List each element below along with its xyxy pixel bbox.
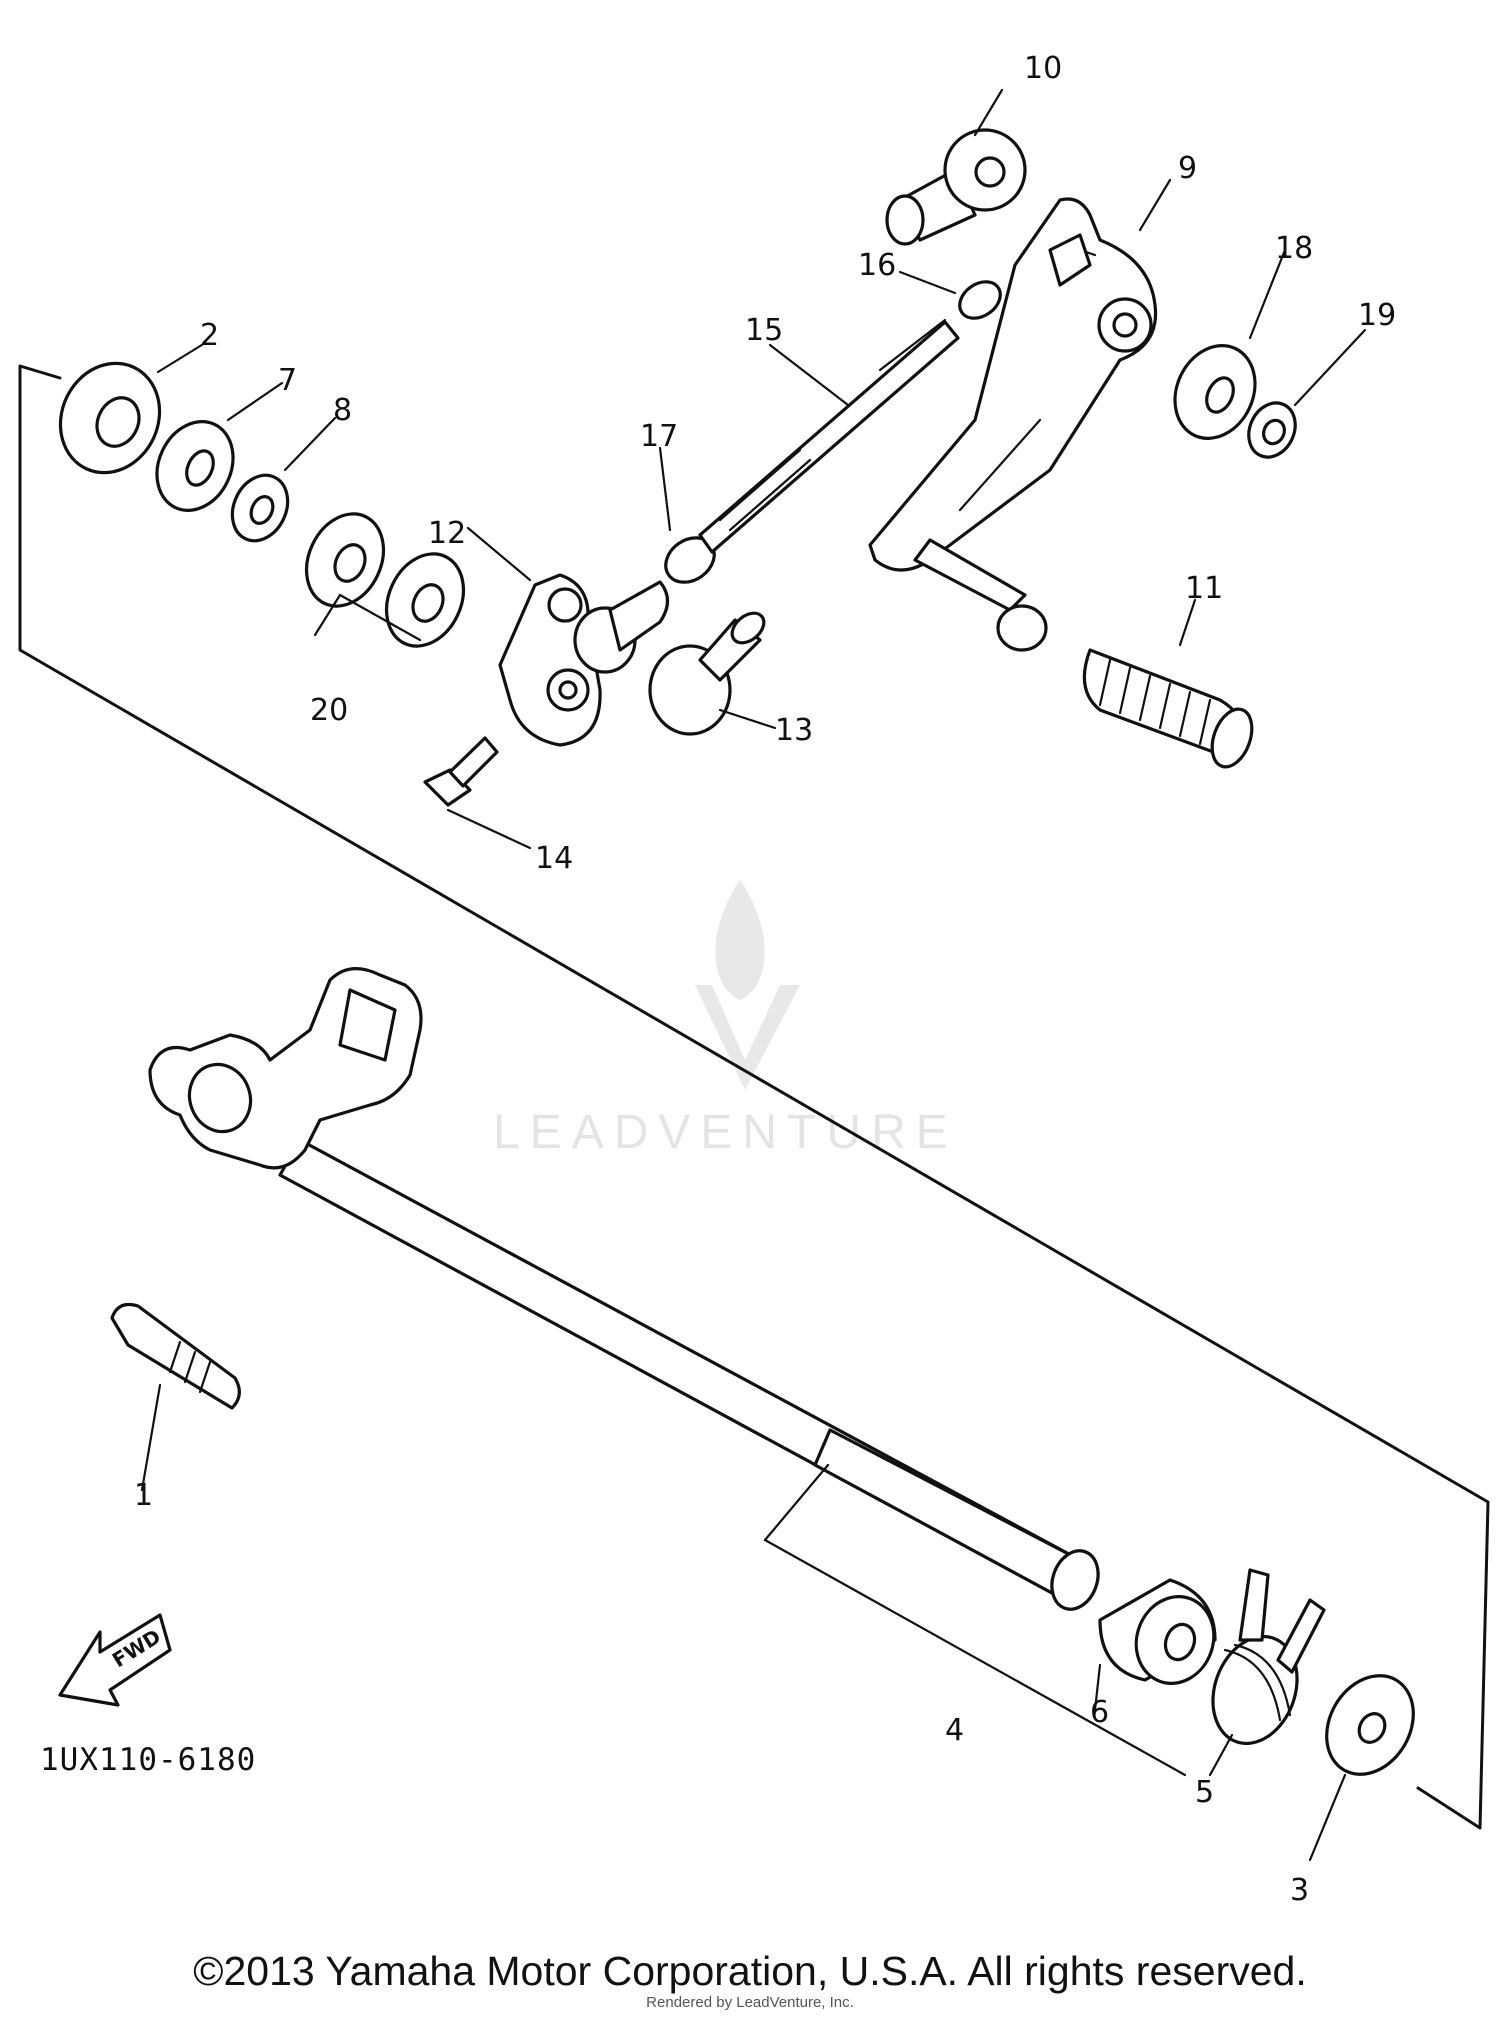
- part-9-shift-pedal: [868, 197, 1158, 652]
- callout-14: 14: [535, 841, 573, 876]
- part-14-bolt: [423, 736, 499, 807]
- callout-2: 2: [200, 318, 219, 353]
- part-13-ball-joint: [648, 611, 766, 736]
- callout-8: 8: [333, 393, 352, 428]
- callout-15: 15: [745, 313, 783, 348]
- part-3-washer: [1325, 1674, 1415, 1776]
- callout-12: 12: [428, 516, 466, 551]
- part-20-bearing-a: [304, 512, 386, 608]
- part-11-rubber: [1082, 648, 1254, 769]
- part-7-washer: [155, 420, 235, 512]
- callout-11: 11: [1185, 571, 1223, 606]
- callout-3: 3: [1290, 1873, 1309, 1908]
- copyright-notice: ©2013 Yamaha Motor Corporation, U.S.A. A…: [193, 1948, 1307, 1994]
- part-18-washer: [1173, 344, 1257, 440]
- part-19-circlip: [1247, 401, 1297, 459]
- part-2-oil-seal: [58, 361, 162, 475]
- rendered-by-notice: Rendered by LeadVenture, Inc.: [646, 1994, 854, 2011]
- part-1-stud: [110, 1302, 241, 1410]
- fwd-arrow-icon: FWD: [58, 1613, 172, 1707]
- callout-9: 9: [1178, 151, 1197, 186]
- callout-13: 13: [775, 713, 813, 748]
- part-10-ball-joint: [885, 128, 1027, 246]
- assembly-outline: [18, 364, 1490, 1830]
- watermark-logo: LEADVENTURE: [493, 880, 958, 1159]
- callout-1: 1: [134, 1478, 153, 1513]
- callout-19: 19: [1358, 298, 1396, 333]
- callout-labels: 10 9 16 15 2 7 8 18 19 17 12 11 20 13 14…: [134, 51, 1396, 1908]
- callout-10: 10: [1024, 51, 1062, 86]
- part-16-nut: [958, 280, 1002, 320]
- callout-7: 7: [278, 363, 297, 398]
- callout-4: 4: [945, 1713, 964, 1748]
- part-15-rod: [698, 318, 960, 554]
- leader-lines: [140, 88, 1367, 1862]
- callout-18: 18: [1275, 231, 1313, 266]
- callout-5: 5: [1195, 1775, 1214, 1810]
- part-20-bearing-b: [384, 552, 466, 648]
- part-12-lever: [498, 573, 670, 747]
- watermark-text: LEADVENTURE: [493, 1106, 958, 1159]
- part-8-circlip: [230, 473, 290, 543]
- callout-16: 16: [858, 248, 896, 283]
- part-6-collar: [1098, 1578, 1217, 1685]
- callout-17: 17: [640, 419, 678, 454]
- callout-20: 20: [310, 693, 348, 728]
- callout-6: 6: [1090, 1695, 1109, 1730]
- diagram-code: 1UX110-6180: [40, 1742, 256, 1778]
- part-5-spring: [1211, 1568, 1326, 1746]
- part-4-shift-shaft: [148, 967, 1100, 1611]
